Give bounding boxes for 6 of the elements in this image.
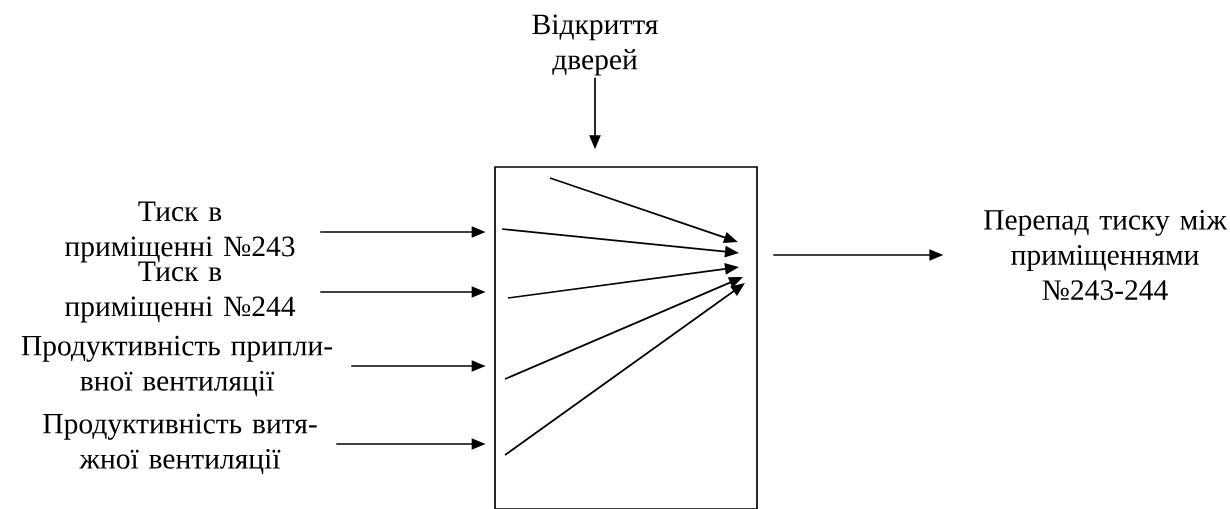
input-label: Продуктивність витя- жної вентиляції: [43, 413, 317, 475]
input-label: Тиск в приміщенні №243: [64, 201, 295, 263]
output-label: Перепад тиску між приміщеннями №243-244: [984, 209, 1227, 301]
input-label: Продуктивність припли- вної вентиляції: [21, 335, 332, 397]
process-box: [494, 166, 758, 509]
input-label: Відкриття дверей: [532, 14, 658, 76]
